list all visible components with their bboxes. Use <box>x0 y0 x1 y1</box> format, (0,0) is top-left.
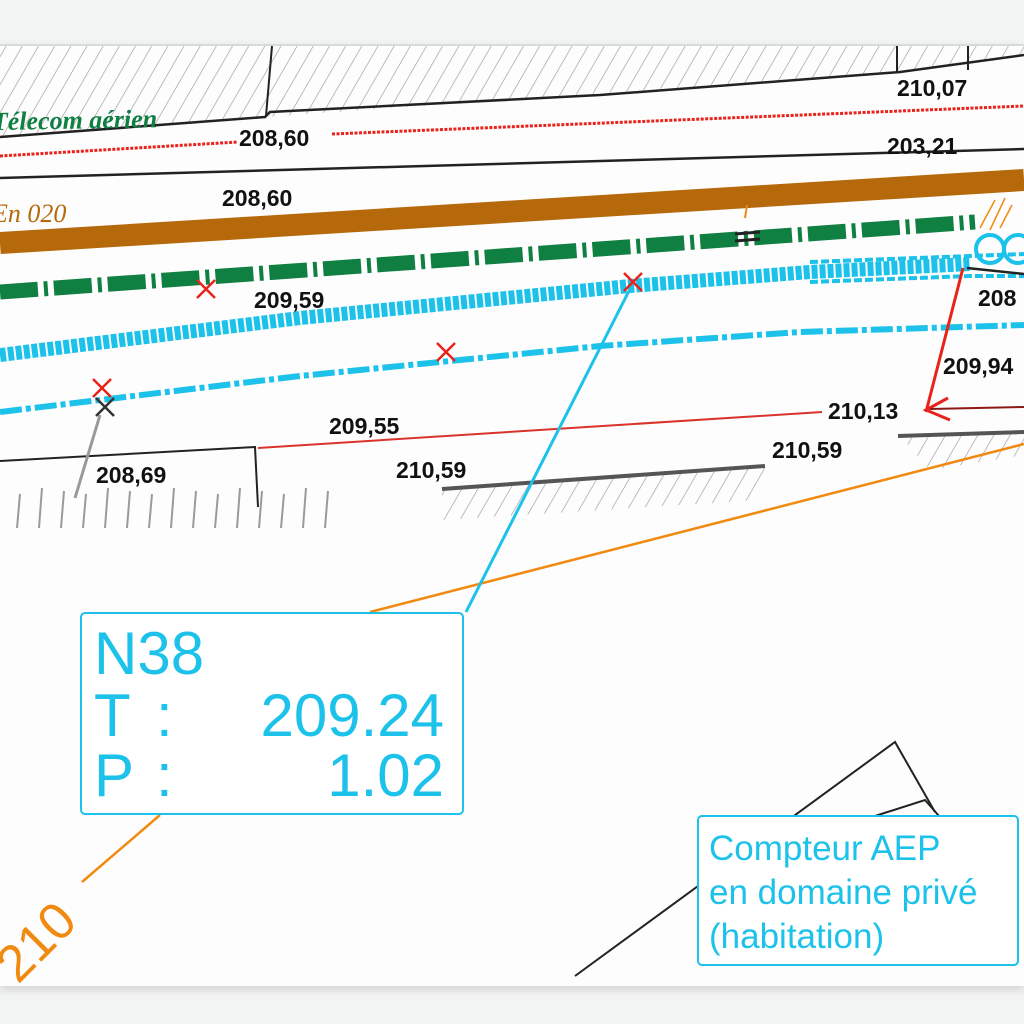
service-pipe <box>924 267 965 413</box>
electric-line <box>331 104 1024 136</box>
valve-icon[interactable] <box>1002 233 1024 265</box>
meter-note-box[interactable]: Compteur AEP en domaine privé (habitatio… <box>697 815 1019 966</box>
gas-pipe <box>0 169 1024 254</box>
wall-line <box>441 464 766 491</box>
t-separator: : <box>156 682 173 749</box>
p-separator: : <box>156 742 173 809</box>
ground-hatch <box>16 487 329 529</box>
boundary-line <box>0 445 259 508</box>
water-main-edge <box>809 252 1024 264</box>
meter-note-line: en domaine privé <box>709 873 978 912</box>
elevation-label: 210,59 <box>772 437 842 463</box>
hatch-stroke <box>82 493 87 529</box>
telecom-label: Télecom aérien <box>0 104 157 136</box>
elevation-label: 208,69 <box>96 462 166 488</box>
wall-line <box>265 45 273 117</box>
t-label: T <box>94 682 131 749</box>
telecom-chamber <box>734 230 761 236</box>
service-edge <box>966 266 1024 276</box>
water-main-edge <box>809 274 1024 284</box>
hatch-stroke <box>236 487 241 529</box>
building-hatch-right <box>900 432 1024 470</box>
hatch-stroke <box>126 490 131 529</box>
elevation-label: 203,21 <box>887 133 958 159</box>
elevation-label: 210,13 <box>828 398 898 424</box>
arrow-icon <box>922 396 951 422</box>
node-x-icon[interactable] <box>436 342 456 362</box>
electric-line <box>0 140 239 158</box>
parcel-line <box>574 740 936 977</box>
telecom-chamber <box>734 237 761 243</box>
telecom-duct <box>0 214 976 300</box>
node-x-icon[interactable] <box>95 397 115 417</box>
node-x-icon[interactable] <box>623 272 643 292</box>
hatch-stroke <box>324 490 329 529</box>
valve-icon[interactable] <box>974 233 1006 265</box>
node-id: N38 <box>94 620 205 687</box>
gas-label: En 020 <box>0 199 66 228</box>
hatch-stroke <box>104 487 109 529</box>
label-leader <box>464 282 635 613</box>
gas-tick <box>744 204 748 219</box>
hatch-stroke <box>280 493 285 529</box>
elevation-label: 209,94 <box>943 353 1014 379</box>
node-x-icon[interactable] <box>92 378 112 398</box>
elevation-label: 209,55 <box>329 413 400 439</box>
elevation-label: 209,59 <box>254 287 324 313</box>
electric-cable <box>257 411 823 449</box>
hatch-stroke <box>170 487 175 529</box>
node-x-icon[interactable] <box>196 279 216 299</box>
t-value: 209.24 <box>260 682 444 749</box>
hatch-stroke <box>148 493 153 529</box>
hatch-stroke <box>38 487 43 529</box>
road-edge <box>0 147 1024 180</box>
building-edge <box>0 53 1024 139</box>
contour-line <box>81 814 161 883</box>
meter-note-line: Compteur AEP <box>709 829 941 868</box>
building-hatch-mid <box>442 466 765 520</box>
water-main <box>0 257 971 362</box>
service-pipe-ext <box>929 406 1024 410</box>
wall-line <box>897 430 1024 438</box>
elevation-label: 210,59 <box>396 457 466 483</box>
meter-note-line: (habitation) <box>709 917 885 956</box>
node-info-box[interactable]: N38 T : 209.24 P : 1.02 <box>80 612 464 815</box>
elevation-label: 208 <box>978 285 1017 311</box>
elevation-label: 208,60 <box>222 185 292 211</box>
node-markers[interactable] <box>92 272 643 417</box>
hatch-stroke <box>16 493 21 529</box>
elevation-label: 208,60 <box>239 125 309 151</box>
hatch-stroke <box>302 487 307 529</box>
p-value: 1.02 <box>327 742 444 809</box>
gray-leader <box>73 414 102 499</box>
hatch-stroke <box>214 493 219 529</box>
building-hatch-top <box>0 46 1024 137</box>
elevation-label: 210,07 <box>897 75 967 101</box>
hatch-stroke <box>258 490 263 529</box>
hatch-stroke <box>192 490 197 529</box>
p-label: P <box>94 742 135 809</box>
gas-hatch-marks <box>979 197 1013 231</box>
contour-label: 210 <box>0 891 88 993</box>
hatch-stroke <box>60 490 65 529</box>
